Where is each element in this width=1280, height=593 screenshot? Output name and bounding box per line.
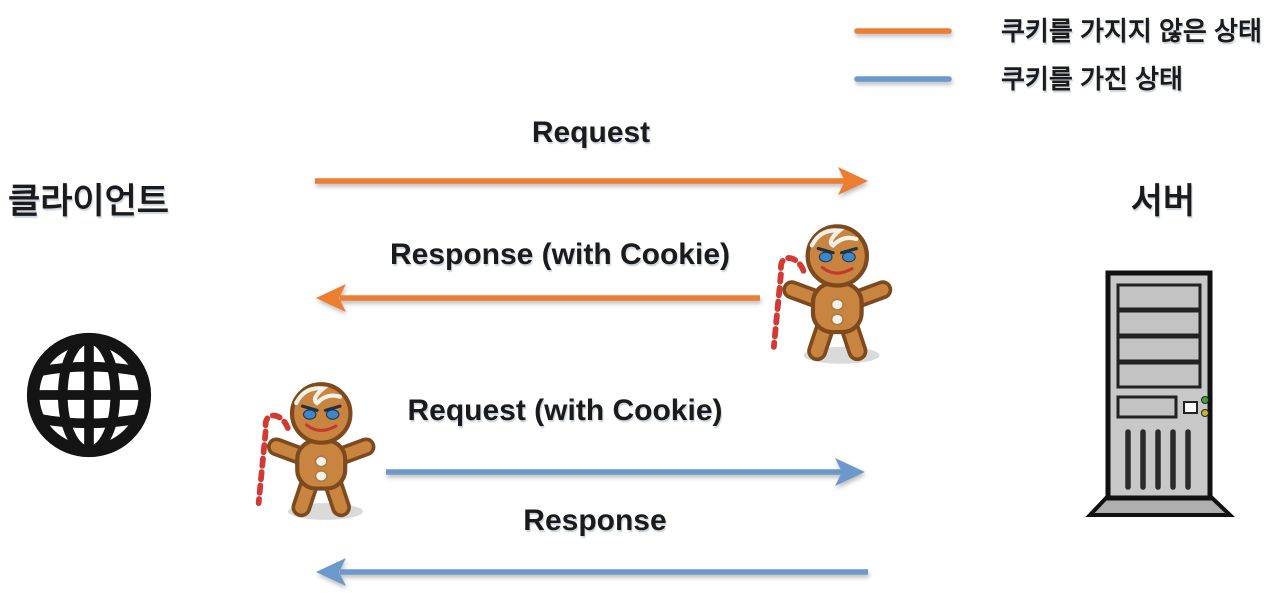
server-label: 서버 — [1130, 182, 1196, 221]
globe-icon — [26, 332, 152, 458]
arrow-response-with-cookie-head — [316, 284, 346, 312]
arrow-response-head — [316, 558, 346, 586]
flow-label-response: Response — [523, 504, 667, 537]
legend-line-cookie-icon — [854, 76, 952, 82]
flow-label-response-with-cookie: Response (with Cookie) — [389, 238, 731, 271]
drive-bays — [1116, 283, 1202, 389]
power-button — [1183, 401, 1198, 414]
arrow-request-head — [838, 167, 868, 195]
flow-label-request: Request — [531, 116, 651, 149]
flow-label-request-with-cookie: Request (with Cookie) — [407, 394, 723, 427]
client-label: 클라이언트 — [8, 182, 170, 221]
led-yellow — [1201, 409, 1209, 417]
legend-label-no-cookie: 쿠키를 가지지 않은 상태 — [1001, 16, 1262, 46]
legend-line-no-cookie-icon — [854, 28, 952, 34]
vent-slots — [1125, 429, 1191, 490]
server-tower-icon — [1085, 270, 1235, 517]
arrow-request-with-cookie-head — [835, 458, 865, 486]
small-drive-bay — [1116, 395, 1178, 419]
legend-label-cookie: 쿠키를 가진 상태 — [1001, 64, 1183, 94]
led-green — [1201, 396, 1209, 404]
